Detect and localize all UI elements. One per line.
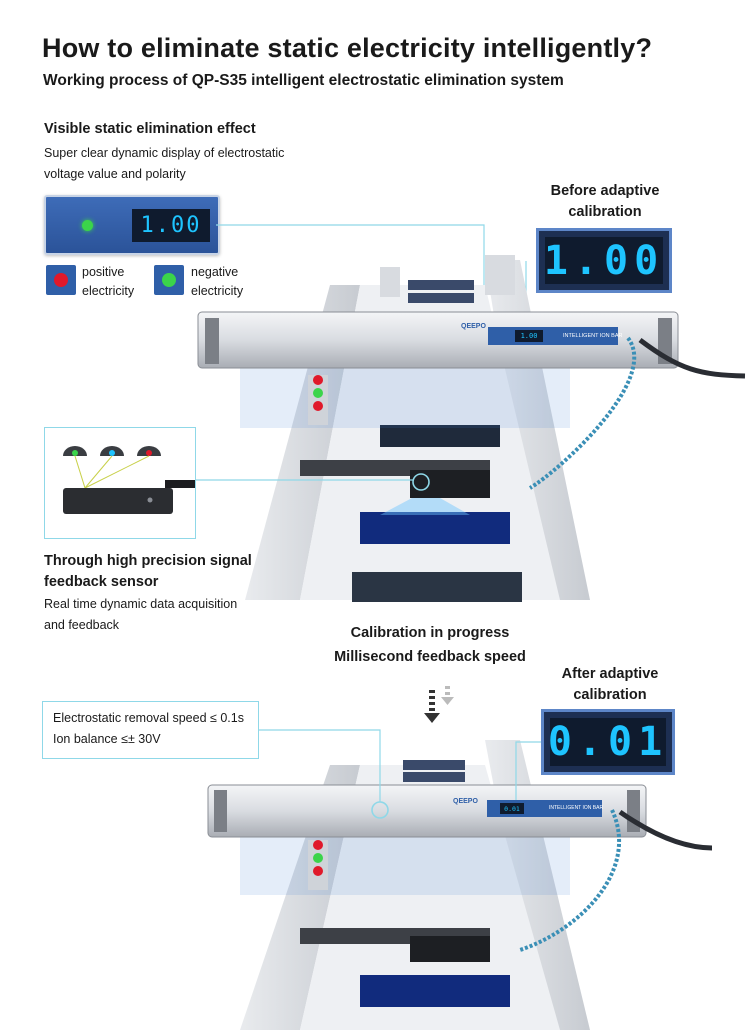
- sensor-device-icon: [63, 446, 195, 514]
- device-lcd-bottom: 0.01: [504, 804, 520, 813]
- calibration-arrows-icon: [424, 686, 454, 723]
- before-calibration-label: Before adaptive calibration: [530, 181, 680, 223]
- after-value: 0.01: [547, 718, 669, 766]
- bottom-conveyor: [207, 740, 713, 1030]
- positive-swatch: [46, 265, 76, 295]
- panel-lcd: 1.00: [132, 209, 210, 242]
- positive-label-line2: electricity: [82, 284, 135, 298]
- before-line2: calibration: [568, 204, 642, 220]
- page-subtitle: Working process of QP-S35 intelligent el…: [43, 72, 564, 89]
- sensor-title: Through high precision signal feedback s…: [44, 551, 252, 593]
- sensor-detail-box: [44, 427, 196, 539]
- device-lcd-top: 1.00: [520, 332, 538, 340]
- before-display: 1.00: [536, 228, 672, 293]
- sensor-title-line2: feedback sensor: [44, 574, 159, 590]
- after-line2: calibration: [573, 687, 647, 703]
- specs-ion-balance: Ion balance ≤± 30V: [53, 732, 161, 746]
- negative-label-line2: electricity: [191, 284, 244, 298]
- device-brand-top: QEEPO: [461, 323, 486, 330]
- negative-swatch: [154, 265, 184, 295]
- polarity-indicator: [82, 220, 93, 231]
- display-panel: 1.00: [44, 195, 220, 255]
- visible-effect-text-1: Super clear dynamic display of electrost…: [44, 146, 285, 160]
- calibration-line1: Calibration in progress: [350, 625, 510, 641]
- top-conveyor: [197, 255, 746, 602]
- sensor-title-line1: Through high precision signal: [44, 553, 252, 569]
- specs-connector-lines: [259, 729, 541, 802]
- before-line1: Before adaptive: [550, 183, 660, 199]
- device-brand-bottom: QEEPO: [453, 798, 478, 805]
- negative-label-line1: negative: [191, 265, 239, 279]
- after-calibration-label: After adaptive calibration: [540, 664, 680, 706]
- device-bar-label-bottom: INTELLIGENT ION BAR: [549, 805, 604, 811]
- device-bar-label-top: INTELLIGENT ION BAR: [563, 333, 623, 339]
- specs-box: Electrostatic removal speed ≤ 0.1s Ion b…: [42, 701, 259, 759]
- positive-label-line1: positive: [82, 265, 125, 279]
- specs-removal-speed: Electrostatic removal speed ≤ 0.1s: [53, 711, 244, 725]
- after-display: 0.01: [541, 709, 675, 775]
- visible-effect-title: Visible static elimination effect: [44, 121, 256, 137]
- sensor-text: Real time dynamic data acquisition and f…: [44, 594, 237, 636]
- before-value: 1.00: [543, 237, 665, 284]
- negative-label: negative electricity: [191, 263, 243, 301]
- calibration-label: Calibration in progress Millisecond feed…: [320, 623, 540, 668]
- positive-label: positive electricity: [82, 263, 134, 301]
- calibration-line2: Millisecond feedback speed: [334, 649, 526, 665]
- positive-dot-icon: [54, 273, 68, 287]
- visible-effect-text-2: voltage value and polarity: [44, 167, 186, 181]
- negative-dot-icon: [162, 273, 176, 287]
- sensor-text-line1: Real time dynamic data acquisition: [44, 597, 238, 611]
- sensor-text-line2: and feedback: [44, 618, 120, 632]
- page-title: How to eliminate static electricity inte…: [42, 33, 653, 63]
- after-line1: After adaptive: [561, 666, 659, 682]
